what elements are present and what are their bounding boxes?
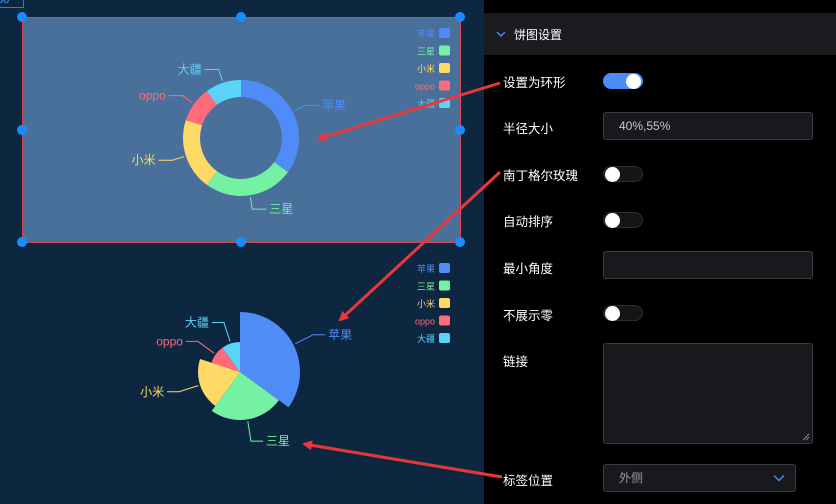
legend-label: 三星 xyxy=(417,282,435,292)
resize-handle-top-right[interactable] xyxy=(455,12,465,22)
slice-label-leader xyxy=(211,322,231,342)
legend-label: 大疆 xyxy=(417,333,435,344)
slice-label-leader xyxy=(158,156,185,161)
legend-label: 小米 xyxy=(417,63,435,74)
pie-slice-4[interactable] xyxy=(222,342,240,372)
link-textarea[interactable] xyxy=(603,343,813,444)
label-position-label: 标签位置 xyxy=(503,474,554,488)
toggle-knob xyxy=(605,167,620,182)
section-title: 饼图设置 xyxy=(514,28,563,42)
chevron-down-icon xyxy=(773,475,785,482)
pie-slice-2[interactable] xyxy=(198,359,240,406)
pie-settings-section-header[interactable]: 饼图设置 xyxy=(484,13,836,55)
legend-label: 苹果 xyxy=(417,263,435,274)
legend-label: oppo xyxy=(415,317,435,327)
legend-label: 小米 xyxy=(417,298,435,309)
pie-slice-4[interactable] xyxy=(206,80,241,105)
offscreen-component-label: po xyxy=(0,0,10,6)
legend-swatch[interactable] xyxy=(439,315,450,326)
pie-slice-0[interactable] xyxy=(240,312,300,408)
pie-slice-3[interactable] xyxy=(185,91,217,126)
slice-label-leader xyxy=(168,95,193,104)
legend-swatch[interactable] xyxy=(439,28,450,38)
ring-toggle[interactable] xyxy=(603,73,643,89)
radius-input[interactable]: 40%,55% xyxy=(603,112,813,140)
pie-slice-1[interactable] xyxy=(211,372,279,420)
rose-label: 南丁格尔玫瑰 xyxy=(503,169,579,183)
min-angle-input[interactable] xyxy=(603,251,813,279)
slice-label: 三星 xyxy=(269,202,293,216)
label-position-select[interactable]: 外侧 xyxy=(603,464,796,492)
slice-label-leader xyxy=(295,334,326,345)
resize-grip-icon[interactable] xyxy=(802,433,810,441)
resize-handle-top[interactable] xyxy=(236,12,246,22)
link-label: 链接 xyxy=(503,355,529,369)
slice-label-leader xyxy=(204,69,223,82)
slice-label: 大疆 xyxy=(185,316,209,330)
sort-toggle[interactable] xyxy=(603,212,643,228)
legend-swatch[interactable] xyxy=(439,280,450,291)
pie-slice-2[interactable] xyxy=(183,120,217,185)
slice-label: 三星 xyxy=(266,434,290,448)
slice-label-leader xyxy=(294,104,320,112)
radius-value: 40%,55% xyxy=(619,119,671,133)
hide-zero-label: 不展示零 xyxy=(503,309,554,323)
slice-label: oppo xyxy=(139,89,166,103)
slice-label-leader xyxy=(185,340,215,354)
slice-label: 大疆 xyxy=(178,63,202,77)
slice-label: 苹果 xyxy=(328,328,352,342)
slice-label-leader xyxy=(167,385,199,393)
chevron-down-icon xyxy=(496,31,506,37)
toggle-knob xyxy=(605,306,620,321)
slice-label-leader xyxy=(247,421,263,442)
resize-handle-left[interactable] xyxy=(17,125,27,135)
toggle-knob xyxy=(626,74,641,89)
slice-label-leader xyxy=(249,197,267,210)
resize-handle-top-left[interactable] xyxy=(17,12,27,22)
slice-label: oppo xyxy=(156,334,183,348)
min-angle-label: 最小角度 xyxy=(503,262,554,276)
ring-label: 设置为环形 xyxy=(503,76,566,90)
slice-label: 小米 xyxy=(140,385,164,399)
radius-label: 半径大小 xyxy=(503,122,554,136)
rose-toggle[interactable] xyxy=(603,166,643,182)
legend-swatch[interactable] xyxy=(439,45,450,56)
legend-swatch[interactable] xyxy=(439,263,450,273)
resize-handle-bottom-left[interactable] xyxy=(17,237,27,247)
legend-swatch[interactable] xyxy=(439,333,450,343)
legend-swatch[interactable] xyxy=(439,63,450,73)
pie-slice-0[interactable] xyxy=(241,80,299,173)
settings-panel: 饼图设置 设置为环形 半径大小 40%,55% 南丁格尔玫瑰 自动排序 最小角度… xyxy=(484,0,836,504)
pie-slice-1[interactable] xyxy=(206,162,288,196)
hide-zero-toggle[interactable] xyxy=(603,305,643,321)
legend-swatch[interactable] xyxy=(439,298,450,308)
offscreen-component-fragment[interactable]: po xyxy=(0,0,24,8)
legend-label: 苹果 xyxy=(417,28,435,39)
toggle-knob xyxy=(605,213,620,228)
pie-slice-3[interactable] xyxy=(211,347,240,372)
slice-label: 小米 xyxy=(132,153,156,167)
resize-handle-bottom[interactable] xyxy=(236,237,246,247)
legend-label: 三星 xyxy=(417,47,435,57)
sort-label: 自动排序 xyxy=(503,215,554,229)
label-position-value: 外侧 xyxy=(619,471,644,485)
